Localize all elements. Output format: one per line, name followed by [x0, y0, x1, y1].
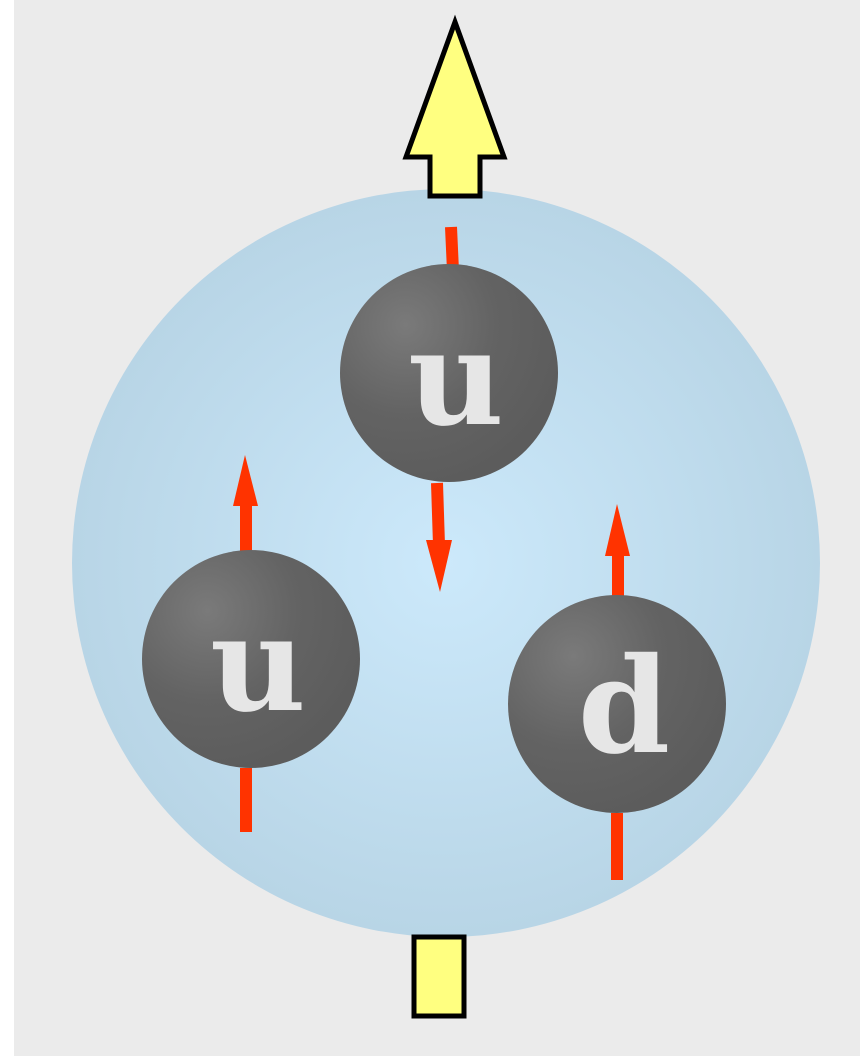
- quark-label-left: u: [210, 587, 306, 742]
- spin-arrowhead-down-icon: [426, 540, 452, 592]
- quark-left: u: [142, 455, 360, 832]
- quark-label-top: u: [408, 301, 504, 456]
- quark-right: d: [508, 504, 726, 880]
- proton-spin-arrow-head: [402, 14, 508, 199]
- proton-spin-arrow-tail: [411, 934, 467, 1019]
- quark-sphere-top: [340, 264, 558, 482]
- spin-arrowhead-up-icon: [233, 455, 258, 506]
- spin-arrowhead-up-icon: [605, 504, 630, 556]
- quark-sphere-right: [508, 595, 726, 813]
- quark-sphere-left: [142, 550, 360, 768]
- quark-top: u: [340, 226, 558, 592]
- spin-shaft-top: [431, 482, 445, 546]
- quark-label-right: d: [578, 629, 670, 784]
